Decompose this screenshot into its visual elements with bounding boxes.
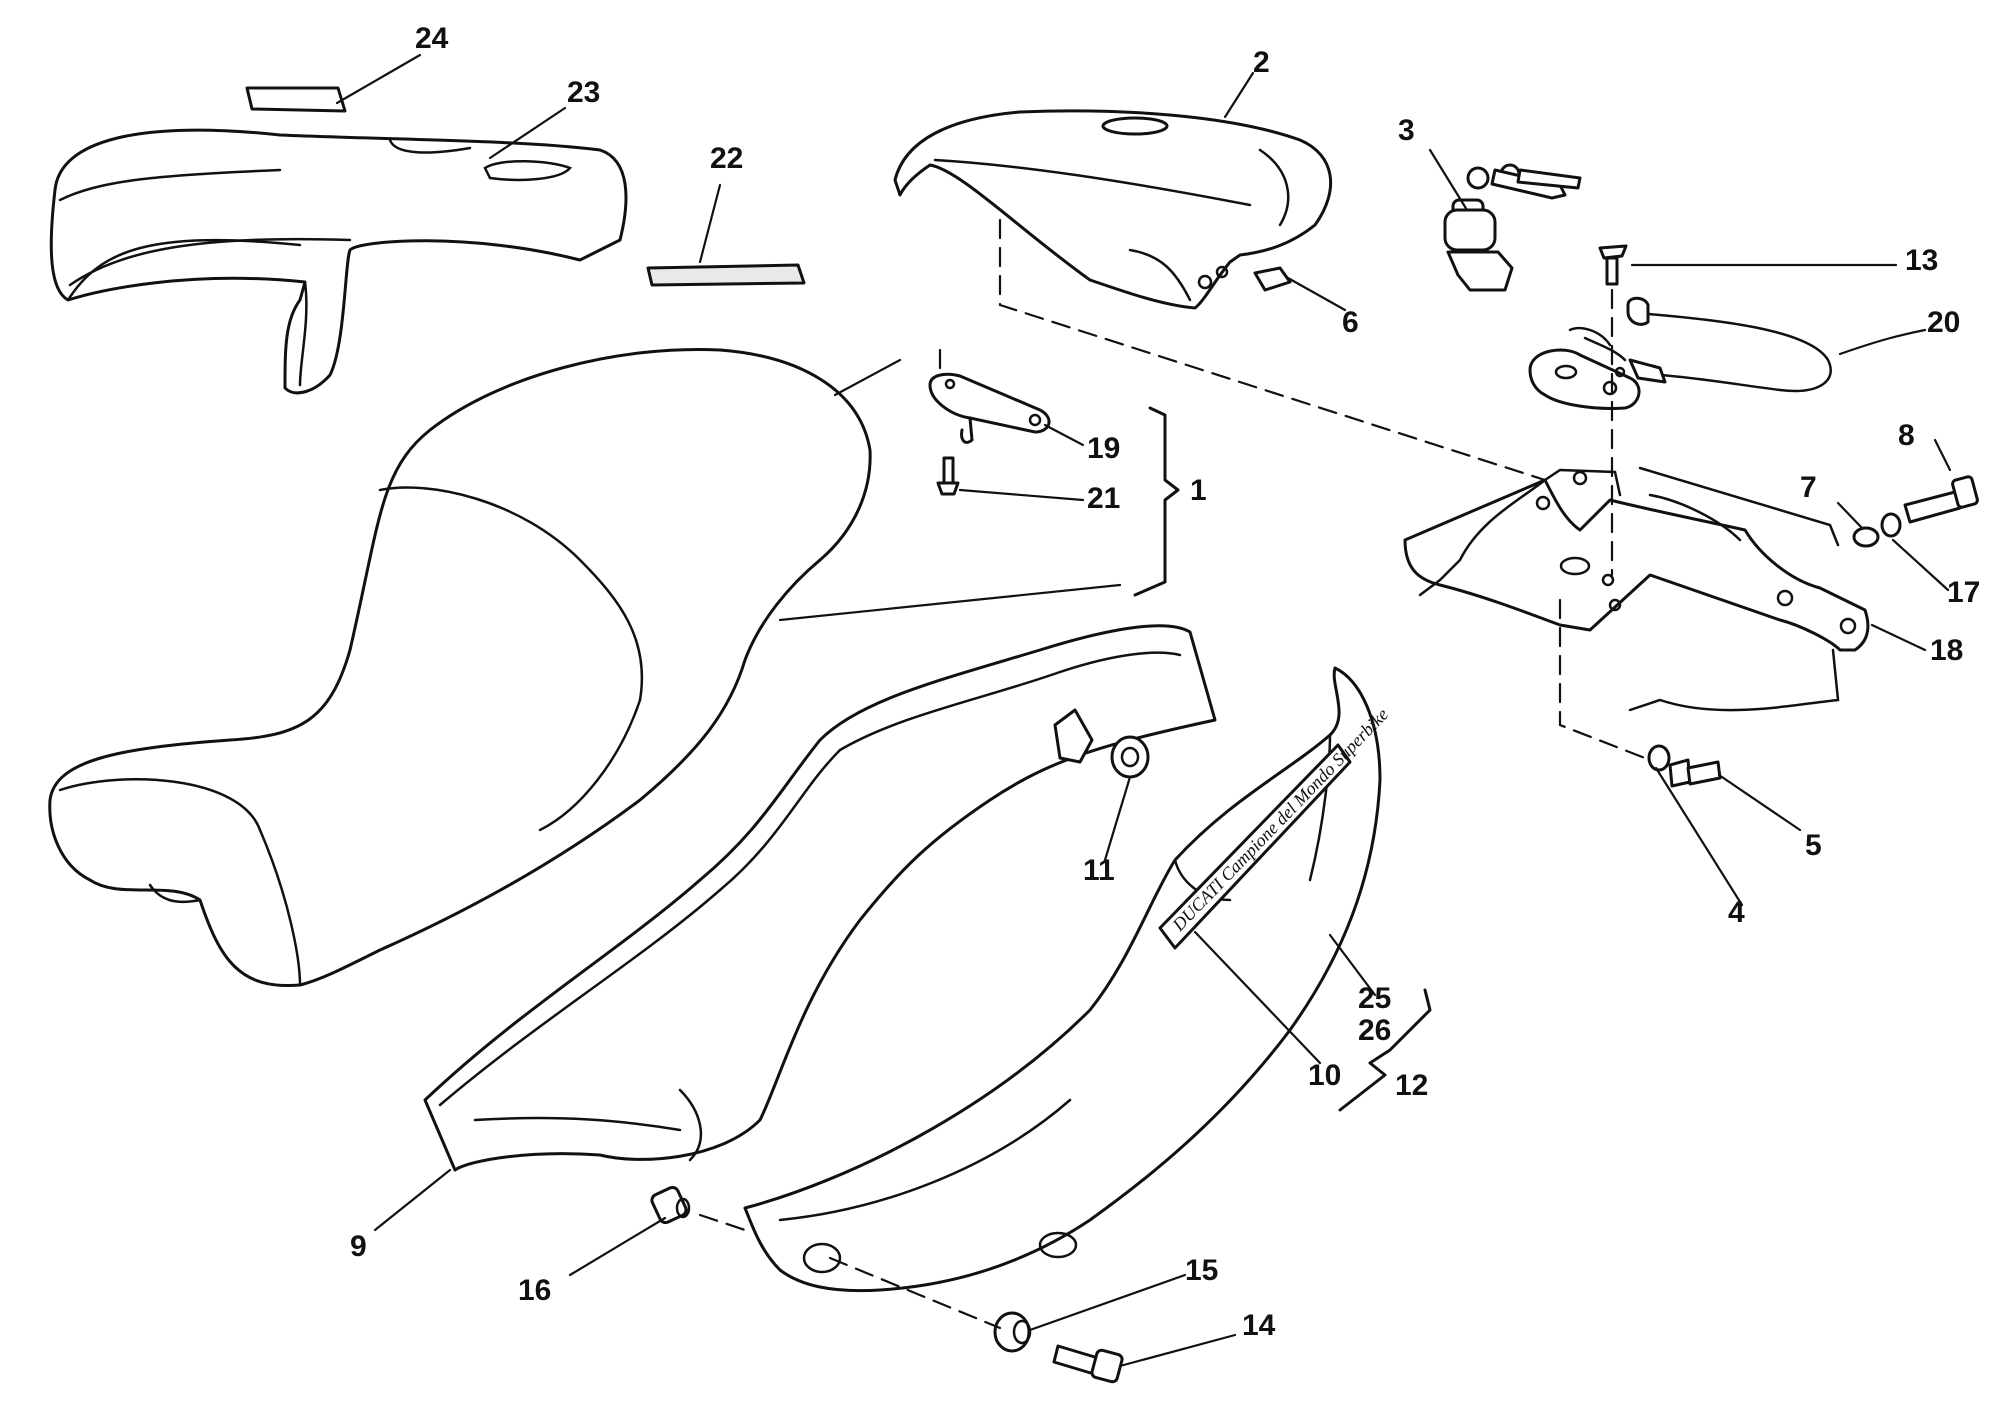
part-11-grommet	[1110, 735, 1150, 779]
bracket-group-1	[1133, 406, 1180, 597]
callout-11: 11	[1083, 854, 1115, 887]
part-12-right-side-panel	[743, 666, 1382, 1293]
part-1-seat	[48, 347, 872, 988]
lock-mounting-plate	[1528, 326, 1641, 410]
callout-18: 18	[1930, 634, 1963, 667]
callout-25: 25	[1358, 982, 1391, 1015]
part-6-nut	[1253, 266, 1292, 292]
callout-20: 20	[1927, 306, 1960, 339]
part-22-pad	[646, 263, 806, 287]
callout-9: 9	[350, 1230, 367, 1263]
part-23-seat-cowl	[49, 128, 628, 395]
callout-10: 10	[1308, 1059, 1341, 1092]
callout-19: 19	[1087, 432, 1120, 465]
bracket-group-12	[1338, 988, 1432, 1112]
callout-13: 13	[1905, 244, 1938, 277]
part-5-bolt	[1668, 758, 1722, 788]
part-4-washer	[1647, 744, 1671, 772]
part-14-bolt	[1052, 1344, 1124, 1384]
callout-8: 8	[1898, 419, 1915, 452]
part-24-tag	[245, 86, 347, 113]
leader-lines	[335, 53, 1952, 1368]
part-18-seat-bracket	[1403, 466, 1870, 712]
callout-17: 17	[1947, 576, 1980, 609]
callout-1: 1	[1190, 474, 1207, 507]
callout-6: 6	[1342, 306, 1359, 339]
callout-4: 4	[1728, 896, 1745, 929]
callout-7: 7	[1800, 471, 1817, 504]
part-13-screw	[1598, 244, 1628, 286]
callout-24: 24	[415, 22, 449, 55]
callout-5: 5	[1805, 829, 1822, 862]
callout-2: 2	[1253, 46, 1270, 79]
part-15-grommet	[993, 1311, 1032, 1353]
part-9-left-side-panel	[423, 624, 1217, 1172]
callout-26: 26	[1358, 1014, 1391, 1047]
part-21-screw	[936, 456, 960, 496]
callout-12: 12	[1395, 1069, 1428, 1102]
part-19-hinge-plate	[928, 372, 1051, 444]
callout-23: 23	[567, 76, 600, 109]
part-16-spacer	[650, 1185, 691, 1225]
callout-3: 3	[1398, 114, 1415, 147]
part-3-lock-with-keys	[1443, 163, 1582, 292]
part-8-bolt	[1903, 475, 1979, 524]
part-7-washer	[1852, 526, 1880, 548]
callout-15: 15	[1185, 1254, 1218, 1287]
callout-22: 22	[710, 142, 743, 175]
callout-14: 14	[1242, 1309, 1276, 1342]
part-20-release-cable	[1626, 296, 1832, 393]
callout-21: 21	[1087, 482, 1120, 515]
part-17-washer	[1880, 512, 1902, 538]
part-2-tail-cover	[893, 109, 1332, 310]
callout-16: 16	[518, 1274, 551, 1307]
